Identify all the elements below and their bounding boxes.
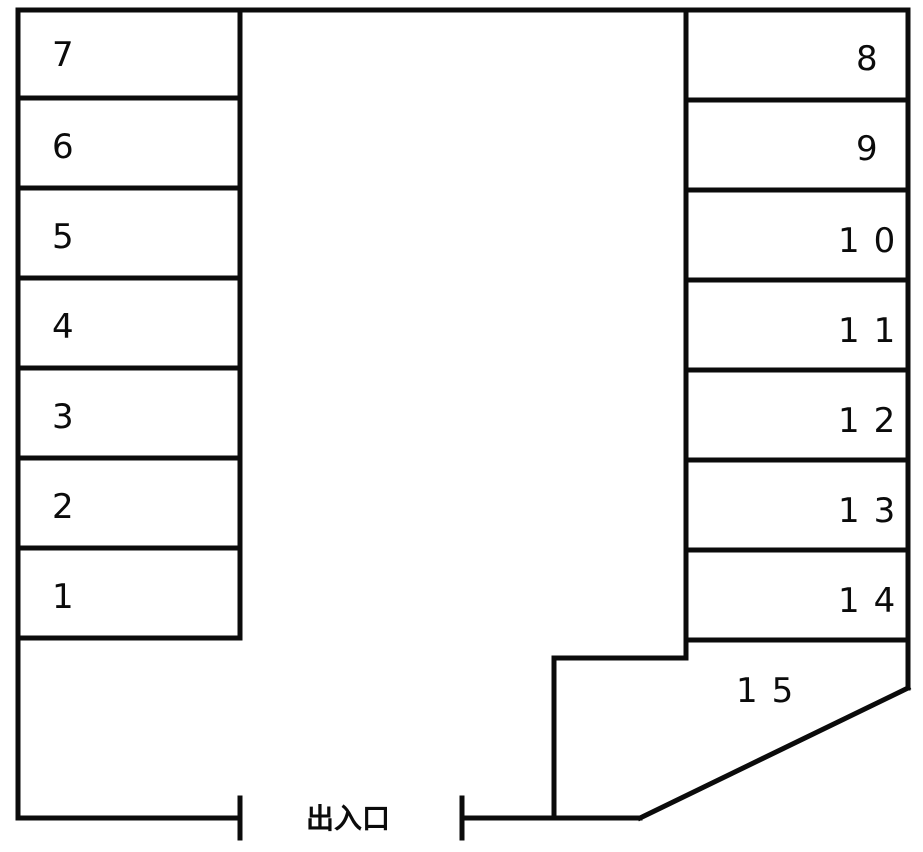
- space-label-6: 6: [52, 127, 74, 167]
- space-label-9: 9: [856, 129, 878, 169]
- space-label-1: 1: [52, 577, 74, 617]
- space-label-15: 15: [736, 671, 807, 711]
- space-label-4: 4: [52, 307, 74, 347]
- space-label-3: 3: [52, 397, 74, 437]
- entrance-gap: [237, 795, 465, 841]
- space-label-10: 10: [838, 221, 909, 261]
- lot-outline: [15, 7, 912, 822]
- space-label-12: 12: [838, 401, 909, 441]
- corner-parking-block: [551, 655, 689, 821]
- space-label-5: 5: [52, 217, 74, 257]
- space-label-8: 8: [856, 39, 878, 79]
- left-parking-block: [15, 7, 243, 641]
- space-label-2: 2: [52, 487, 74, 527]
- space-label-13: 13: [838, 491, 909, 531]
- space-label-7: 7: [52, 35, 74, 75]
- right-parking-block: [683, 7, 911, 661]
- entrance-label: 出入口: [306, 802, 390, 835]
- space-label-11: 11: [838, 311, 909, 351]
- space-label-14: 14: [838, 581, 909, 621]
